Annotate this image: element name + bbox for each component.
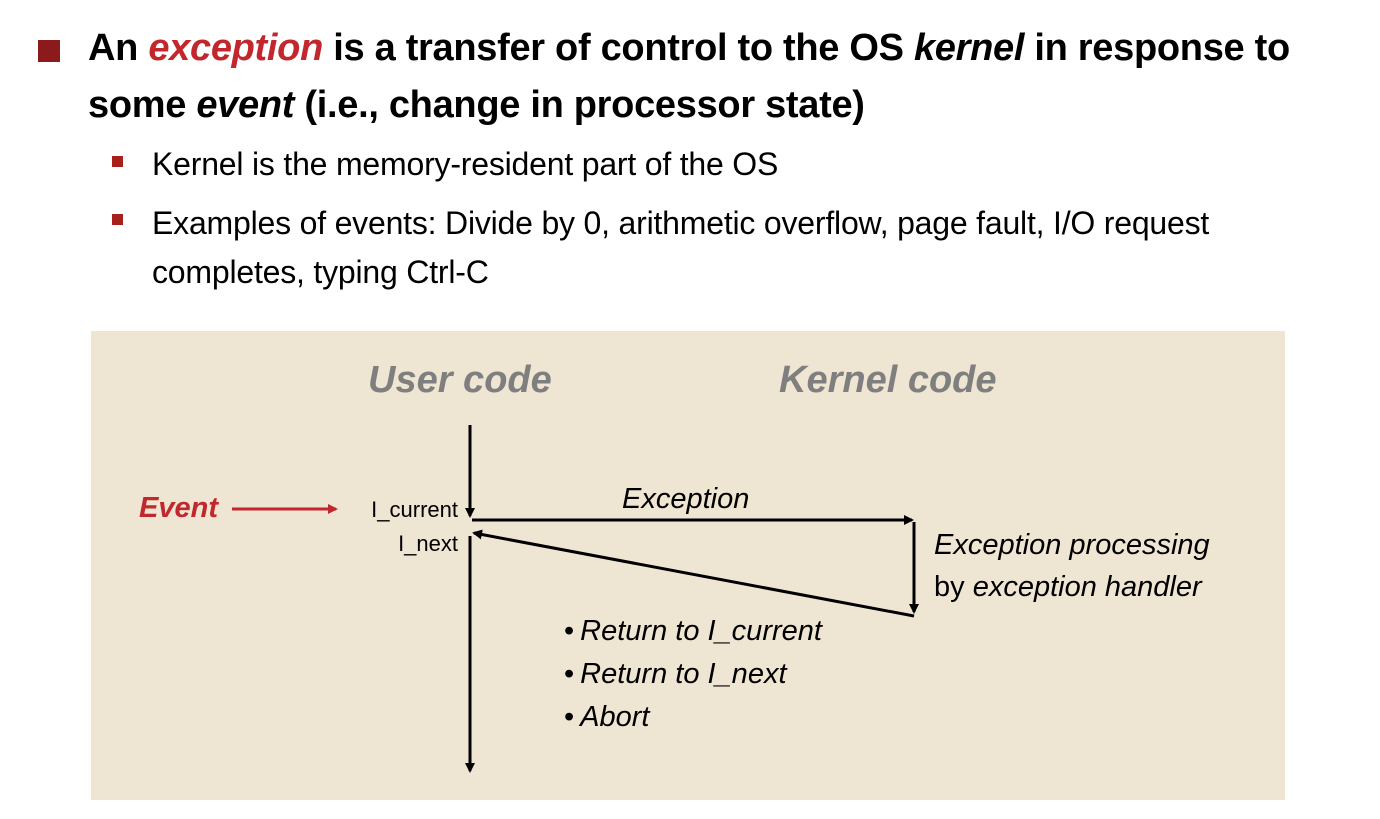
sub-bullet-kernel: Kernel is the memory-resident part of th… — [152, 146, 779, 182]
secondary-bullet-icon — [112, 214, 123, 225]
return-option-abort: Abort — [564, 696, 822, 739]
return-option-next: Return to I_next — [564, 653, 822, 696]
sub-bullet-events: Examples of events: Divide by 0, arithme… — [152, 205, 1210, 290]
return-arrow — [472, 529, 915, 618]
i-next-label: I_next — [398, 531, 458, 556]
heading-text: (i.e., change in processor state) — [294, 84, 865, 126]
handler-description-term: exception handler — [972, 571, 1202, 603]
heading-term-event: event — [196, 84, 295, 126]
kernel-code-title: Kernel code — [779, 359, 997, 401]
handler-description-line2: by exception handler — [934, 566, 1210, 608]
heading-text: is a transfer of control to the OS — [323, 27, 914, 69]
handler-description-prefix: by — [934, 571, 973, 603]
handler-description-line1: Exception processing — [934, 529, 1210, 561]
return-options-list: Return to I_current Return to I_next Abo… — [564, 610, 822, 739]
handler-description: Exception processing by exception handle… — [934, 524, 1210, 608]
exception-label: Exception — [622, 483, 750, 515]
event-label: Event — [139, 492, 218, 524]
heading-text: in response to some — [88, 27, 1290, 126]
return-option-current: Return to I_current — [564, 610, 822, 653]
user-code-title: User code — [368, 359, 552, 401]
flow-arrows — [232, 425, 919, 773]
main-heading: An exception is a transfer of control to… — [88, 20, 1373, 134]
heading-text: An — [88, 27, 149, 69]
secondary-bullet-icon — [112, 156, 123, 167]
i-current-label: I_current — [371, 497, 458, 522]
heading-term-exception: exception — [148, 27, 323, 69]
exception-flow-diagram: User code Kernel code Event I_current I_… — [91, 331, 1285, 800]
primary-bullet-icon — [38, 40, 60, 62]
heading-term-kernel: kernel — [913, 27, 1025, 69]
